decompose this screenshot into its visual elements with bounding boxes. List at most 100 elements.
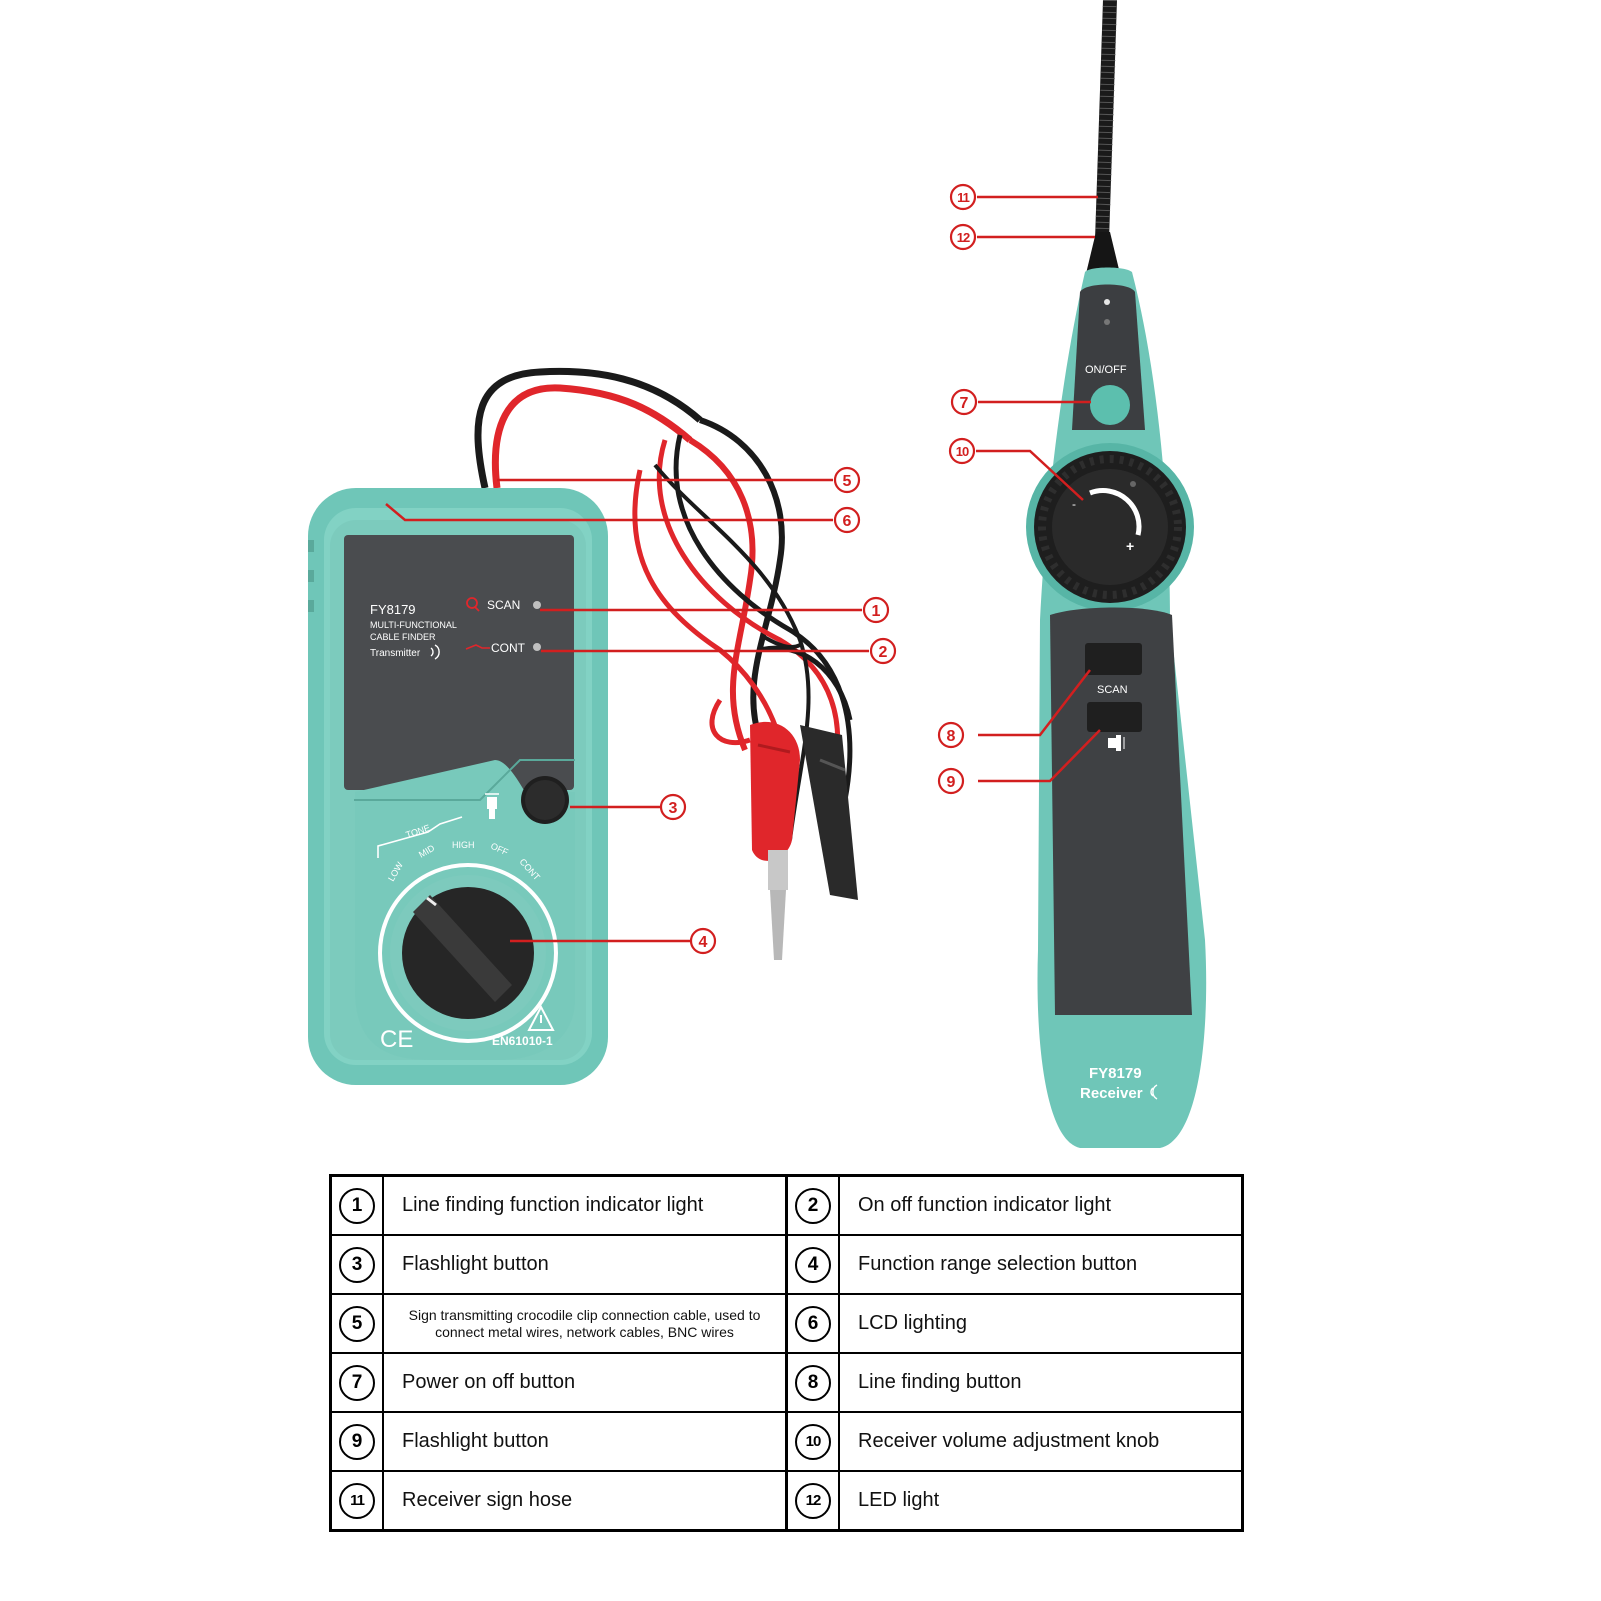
crocodile-clip-red bbox=[750, 721, 800, 960]
svg-text:4: 4 bbox=[699, 934, 708, 951]
legend-desc: Flashlight button bbox=[382, 1234, 788, 1295]
flashlight-icon bbox=[485, 793, 499, 819]
product-diagram: FY8179 MULTI-FUNCTIONAL CABLE FINDER Tra… bbox=[308, 0, 1207, 1148]
callout-11: 11 bbox=[949, 183, 977, 211]
legend-num-cell: 4 bbox=[785, 1234, 840, 1295]
callout-4: 4 bbox=[689, 927, 717, 955]
legend-number: 10 bbox=[795, 1423, 831, 1460]
power-button[interactable] bbox=[1090, 385, 1130, 425]
legend-number: 1 bbox=[339, 1187, 375, 1224]
receiver-model: FY8179 bbox=[1089, 1065, 1142, 1082]
legend-number: 9 bbox=[339, 1423, 375, 1460]
callout-lines bbox=[385, 195, 1101, 943]
transmitter-role: Transmitter bbox=[370, 648, 421, 659]
legend-num-cell: 10 bbox=[785, 1411, 840, 1472]
legend-num-cell: 11 bbox=[329, 1470, 384, 1532]
callout-5: 5 bbox=[833, 466, 861, 494]
legend-desc: Function range selection button bbox=[838, 1234, 1244, 1295]
callout-10: 10 bbox=[948, 437, 976, 465]
receiver-flashlight-button[interactable] bbox=[1087, 702, 1142, 732]
legend-desc: Receiver sign hose bbox=[382, 1470, 788, 1532]
legend-row: 11 Receiver sign hose 12 LED light bbox=[329, 1470, 1244, 1532]
crocodile-clip-black bbox=[800, 725, 858, 900]
legend-table: 1 Line finding function indicator light … bbox=[329, 1174, 1244, 1532]
legend-row: 5 Sign transmitting crocodile clip conne… bbox=[329, 1293, 1244, 1354]
callout-9: 9 bbox=[937, 767, 965, 795]
svg-text:12: 12 bbox=[957, 230, 970, 245]
callout-3: 3 bbox=[659, 793, 687, 821]
legend-desc: Power on off button bbox=[382, 1352, 788, 1413]
legend-num-cell: 2 bbox=[785, 1174, 840, 1236]
legend-desc: LCD lighting bbox=[838, 1293, 1244, 1354]
test-leads bbox=[474, 367, 853, 841]
legend-row: 1 Line finding function indicator light … bbox=[329, 1174, 1244, 1236]
cont-indicator-light bbox=[533, 643, 541, 651]
cont-label: CONT bbox=[491, 641, 526, 655]
svg-text:6: 6 bbox=[843, 513, 852, 530]
svg-text:9: 9 bbox=[947, 774, 956, 791]
legend-row: 7 Power on off button 8 Line finding but… bbox=[329, 1352, 1244, 1413]
transmitter: FY8179 MULTI-FUNCTIONAL CABLE FINDER Tra… bbox=[308, 488, 608, 1085]
legend-number: 3 bbox=[339, 1246, 375, 1283]
continuity-icon bbox=[465, 644, 490, 650]
legend-number: 5 bbox=[339, 1305, 375, 1342]
transmitter-model: FY8179 bbox=[370, 602, 416, 617]
receiver-role: Receiver bbox=[1080, 1085, 1143, 1102]
volume-minus: - bbox=[1072, 497, 1076, 511]
callout-12: 12 bbox=[949, 223, 977, 251]
legend-desc: Receiver volume adjustment knob bbox=[838, 1411, 1244, 1472]
svg-text:5: 5 bbox=[843, 473, 852, 490]
legend-number: 12 bbox=[795, 1482, 831, 1519]
scan-button[interactable] bbox=[1085, 643, 1142, 675]
onoff-label: ON/OFF bbox=[1085, 364, 1127, 376]
legend-num-cell: 9 bbox=[329, 1411, 384, 1472]
dial-ring bbox=[378, 863, 558, 1043]
standard-label: EN61010-1 bbox=[492, 1034, 553, 1048]
legend-desc: On off function indicator light bbox=[838, 1174, 1244, 1236]
legend-desc: Line finding button bbox=[838, 1352, 1244, 1413]
svg-text:11: 11 bbox=[957, 190, 970, 205]
callout-1: 1 bbox=[862, 596, 890, 624]
scan-indicator-light bbox=[533, 601, 541, 609]
legend-row: 9 Flashlight button 10 Receiver volume a… bbox=[329, 1411, 1244, 1472]
receiver-scan-label: SCAN bbox=[1097, 684, 1128, 696]
svg-text:2: 2 bbox=[879, 644, 888, 661]
receiver: ON/OFF - + SCAN FY8179 Receiver bbox=[1026, 0, 1207, 1148]
legend-num-cell: 3 bbox=[329, 1234, 384, 1295]
callout-2: 2 bbox=[869, 637, 897, 665]
transmitter-line1: MULTI-FUNCTIONAL bbox=[370, 620, 457, 630]
legend-number: 6 bbox=[795, 1305, 831, 1342]
legend-number: 4 bbox=[795, 1246, 831, 1283]
legend-number: 11 bbox=[339, 1482, 375, 1519]
receiver-flashlight-icon bbox=[1108, 735, 1125, 751]
transmitter-lcd-window bbox=[344, 535, 574, 790]
legend-number: 8 bbox=[795, 1364, 831, 1401]
svg-text:1: 1 bbox=[872, 603, 881, 620]
callout-6: 6 bbox=[833, 506, 861, 534]
callout-markers: 1 2 3 4 5 6 7 8 9 10 11 12 bbox=[659, 183, 978, 955]
legend-desc: Line finding function indicator light bbox=[382, 1174, 788, 1236]
svg-text:10: 10 bbox=[956, 444, 969, 459]
receiver-grip-panel bbox=[1050, 607, 1192, 1015]
legend-num-cell: 7 bbox=[329, 1352, 384, 1413]
volume-plus: + bbox=[1126, 538, 1134, 554]
warning-icon bbox=[527, 1004, 555, 1031]
legend-num-cell: 6 bbox=[785, 1293, 840, 1354]
legend-number: 2 bbox=[795, 1187, 831, 1224]
legend-num-cell: 12 bbox=[785, 1470, 840, 1532]
transmitter-line2: CABLE FINDER bbox=[370, 632, 436, 642]
search-icon bbox=[466, 597, 478, 609]
legend-num-cell: 1 bbox=[329, 1174, 384, 1236]
led-light-dot bbox=[1104, 299, 1110, 305]
dial-high: HIGH bbox=[452, 840, 475, 850]
callout-7: 7 bbox=[950, 388, 978, 416]
legend-number: 7 bbox=[339, 1364, 375, 1401]
svg-text:3: 3 bbox=[669, 800, 678, 817]
receiver-top-panel bbox=[1072, 284, 1145, 430]
legend-desc: LED light bbox=[838, 1470, 1244, 1532]
callout-8: 8 bbox=[937, 721, 965, 749]
legend-num-cell: 8 bbox=[785, 1352, 840, 1413]
legend-desc: Flashlight button bbox=[382, 1411, 788, 1472]
scan-label: SCAN bbox=[487, 598, 520, 612]
svg-text:8: 8 bbox=[947, 728, 956, 745]
